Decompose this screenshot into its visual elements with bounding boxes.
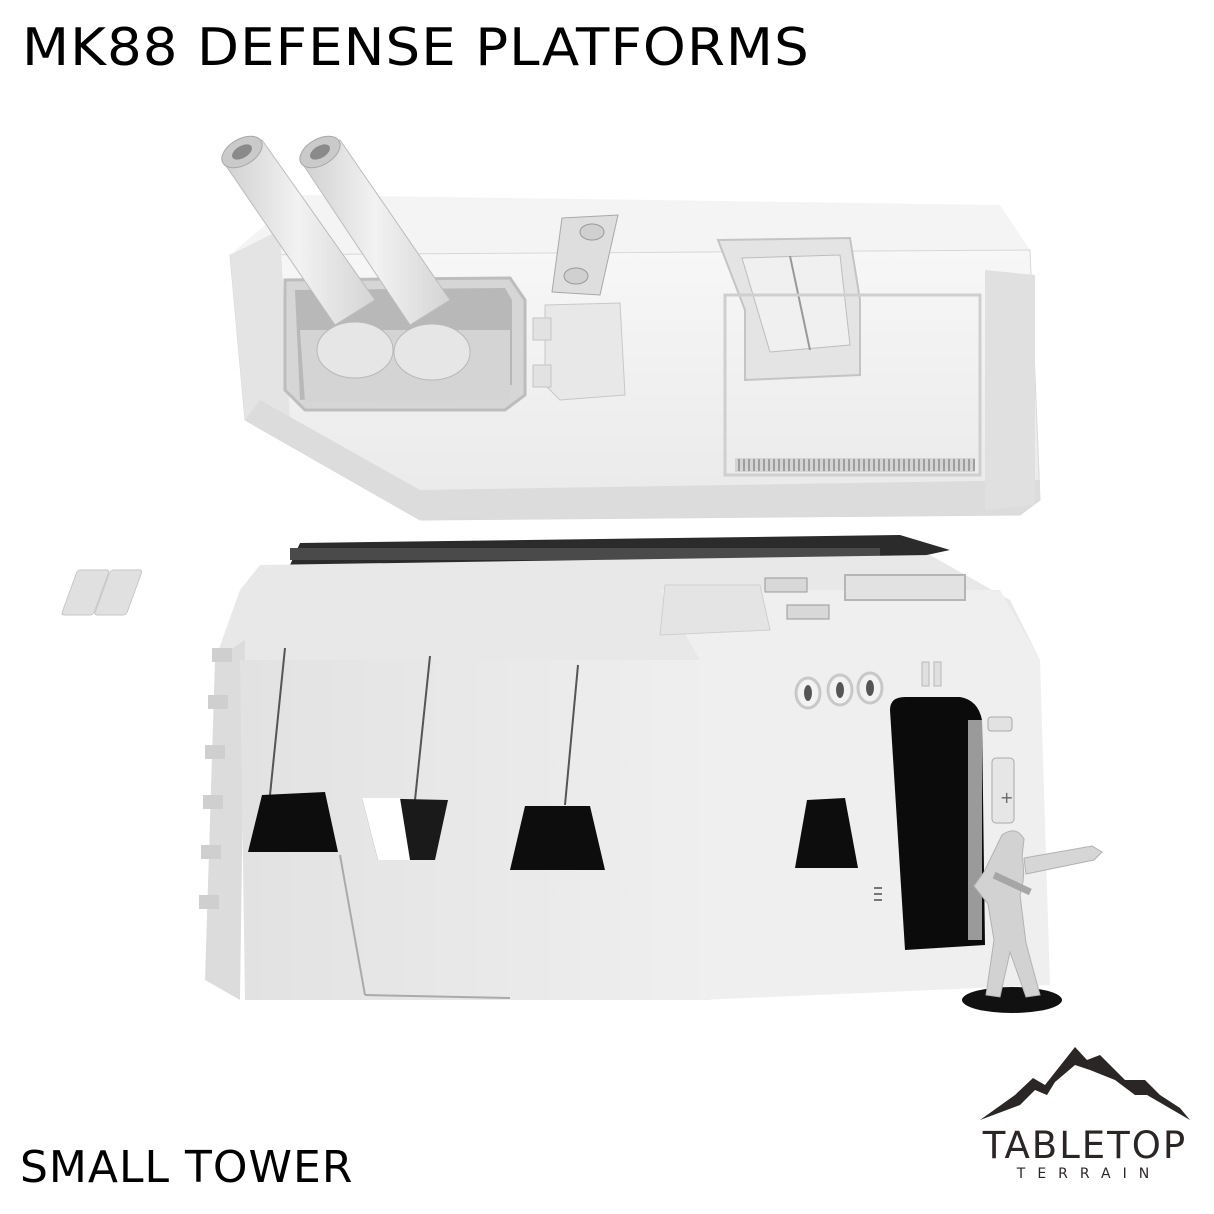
logo-sub-text: TERRAIN bbox=[1016, 1166, 1162, 1182]
portholes bbox=[794, 671, 884, 710]
mountain-icon bbox=[980, 1047, 1190, 1120]
page-title: MK88 DEFENSE PLATFORMS bbox=[22, 18, 810, 78]
window bbox=[795, 798, 858, 868]
doorway bbox=[890, 697, 985, 950]
twin-cannon bbox=[221, 135, 471, 381]
window bbox=[248, 792, 338, 852]
page-subtitle: SMALL TOWER bbox=[20, 1142, 354, 1193]
window bbox=[510, 806, 605, 870]
brand-logo: TABLETOP TERRAIN bbox=[975, 1040, 1195, 1190]
svg-text:+: + bbox=[1000, 788, 1013, 807]
bunker-base: + bbox=[61, 555, 1050, 1000]
logo-brand-text: TABLETOP bbox=[982, 1124, 1188, 1167]
miniature-figure bbox=[962, 830, 1103, 1013]
turret-head bbox=[221, 135, 1041, 521]
